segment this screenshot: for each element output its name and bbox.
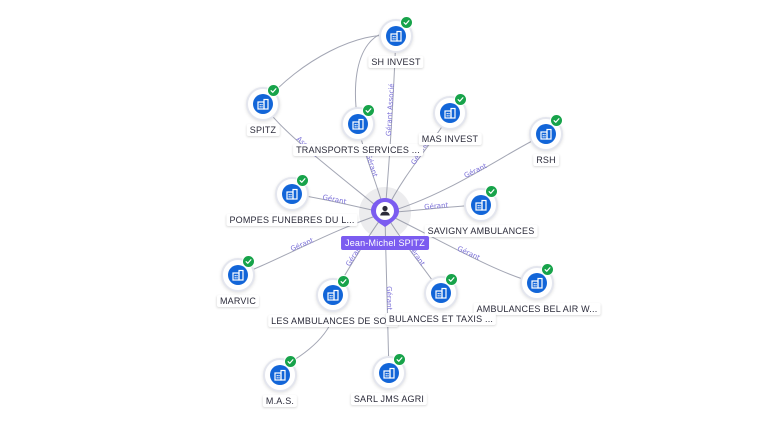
check-icon (400, 16, 413, 29)
building-icon (440, 103, 460, 123)
edge-label-sh-invest: Gérant Associé (385, 83, 396, 136)
building-icon (323, 285, 343, 305)
check-icon (393, 353, 406, 366)
check-icon (337, 275, 350, 288)
edge-label-sarl-jms-agri: Gérant (385, 286, 394, 311)
building-icon (527, 273, 547, 293)
edge-label-transports-services: Gérant (364, 153, 379, 179)
company-icon-circle (424, 276, 458, 310)
check-icon (454, 93, 467, 106)
check-icon (284, 355, 297, 368)
check-icon (296, 174, 309, 187)
edge-label-ambulances-bel-air: Gérant (456, 245, 481, 262)
check-icon (267, 84, 280, 97)
building-icon (282, 184, 302, 204)
building-icon (431, 283, 451, 303)
company-label[interactable]: BULANCES ET TAXIS ... (385, 313, 497, 325)
company-label[interactable]: M.A.S. (262, 395, 298, 407)
company-label[interactable]: MAS INVEST (418, 133, 482, 145)
company-icon-circle (316, 278, 350, 312)
building-icon (471, 195, 491, 215)
edge-label-savigny-ambulances: Gérant (424, 201, 449, 211)
check-icon (362, 104, 375, 117)
check-icon (550, 114, 563, 127)
person-icon (371, 198, 399, 227)
company-label[interactable]: TRANSPORTS SERVICES ... (293, 144, 423, 156)
edge-label-marvic: Gérant (289, 236, 315, 253)
company-label[interactable]: LES AMBULANCES DE SO... (268, 315, 398, 327)
check-icon (445, 273, 458, 286)
check-icon (541, 263, 554, 276)
graph-edge (262, 34, 397, 105)
company-icon-circle (520, 266, 554, 300)
building-icon (270, 365, 290, 385)
building-icon (253, 94, 273, 114)
person-label[interactable]: Jean-Michel SPITZ (341, 236, 429, 250)
company-label[interactable]: SAVIGNY AMBULANCES (424, 225, 538, 237)
company-label[interactable]: RSH (533, 154, 559, 166)
edge-label-pompes-funebres: Gérant (322, 193, 347, 206)
company-label[interactable]: SH INVEST (368, 56, 424, 68)
building-icon (536, 124, 556, 144)
company-label[interactable]: POMPES FUNEBRES DU L... (226, 214, 358, 226)
company-label[interactable]: SARL JMS AGRI (350, 393, 428, 405)
building-icon (379, 363, 399, 383)
company-label[interactable]: MARVIC (216, 295, 260, 307)
check-icon (485, 185, 498, 198)
company-label[interactable]: SPITZ (246, 124, 280, 136)
company-icon-circle (275, 177, 309, 211)
check-icon (242, 255, 255, 268)
building-icon (348, 114, 368, 134)
company-icon-circle (529, 117, 563, 151)
building-icon (228, 265, 248, 285)
company-label[interactable]: AMBULANCES BEL AIR W... (473, 303, 601, 315)
building-icon (386, 26, 406, 46)
edge-label-rsh: Gérant (463, 162, 488, 180)
